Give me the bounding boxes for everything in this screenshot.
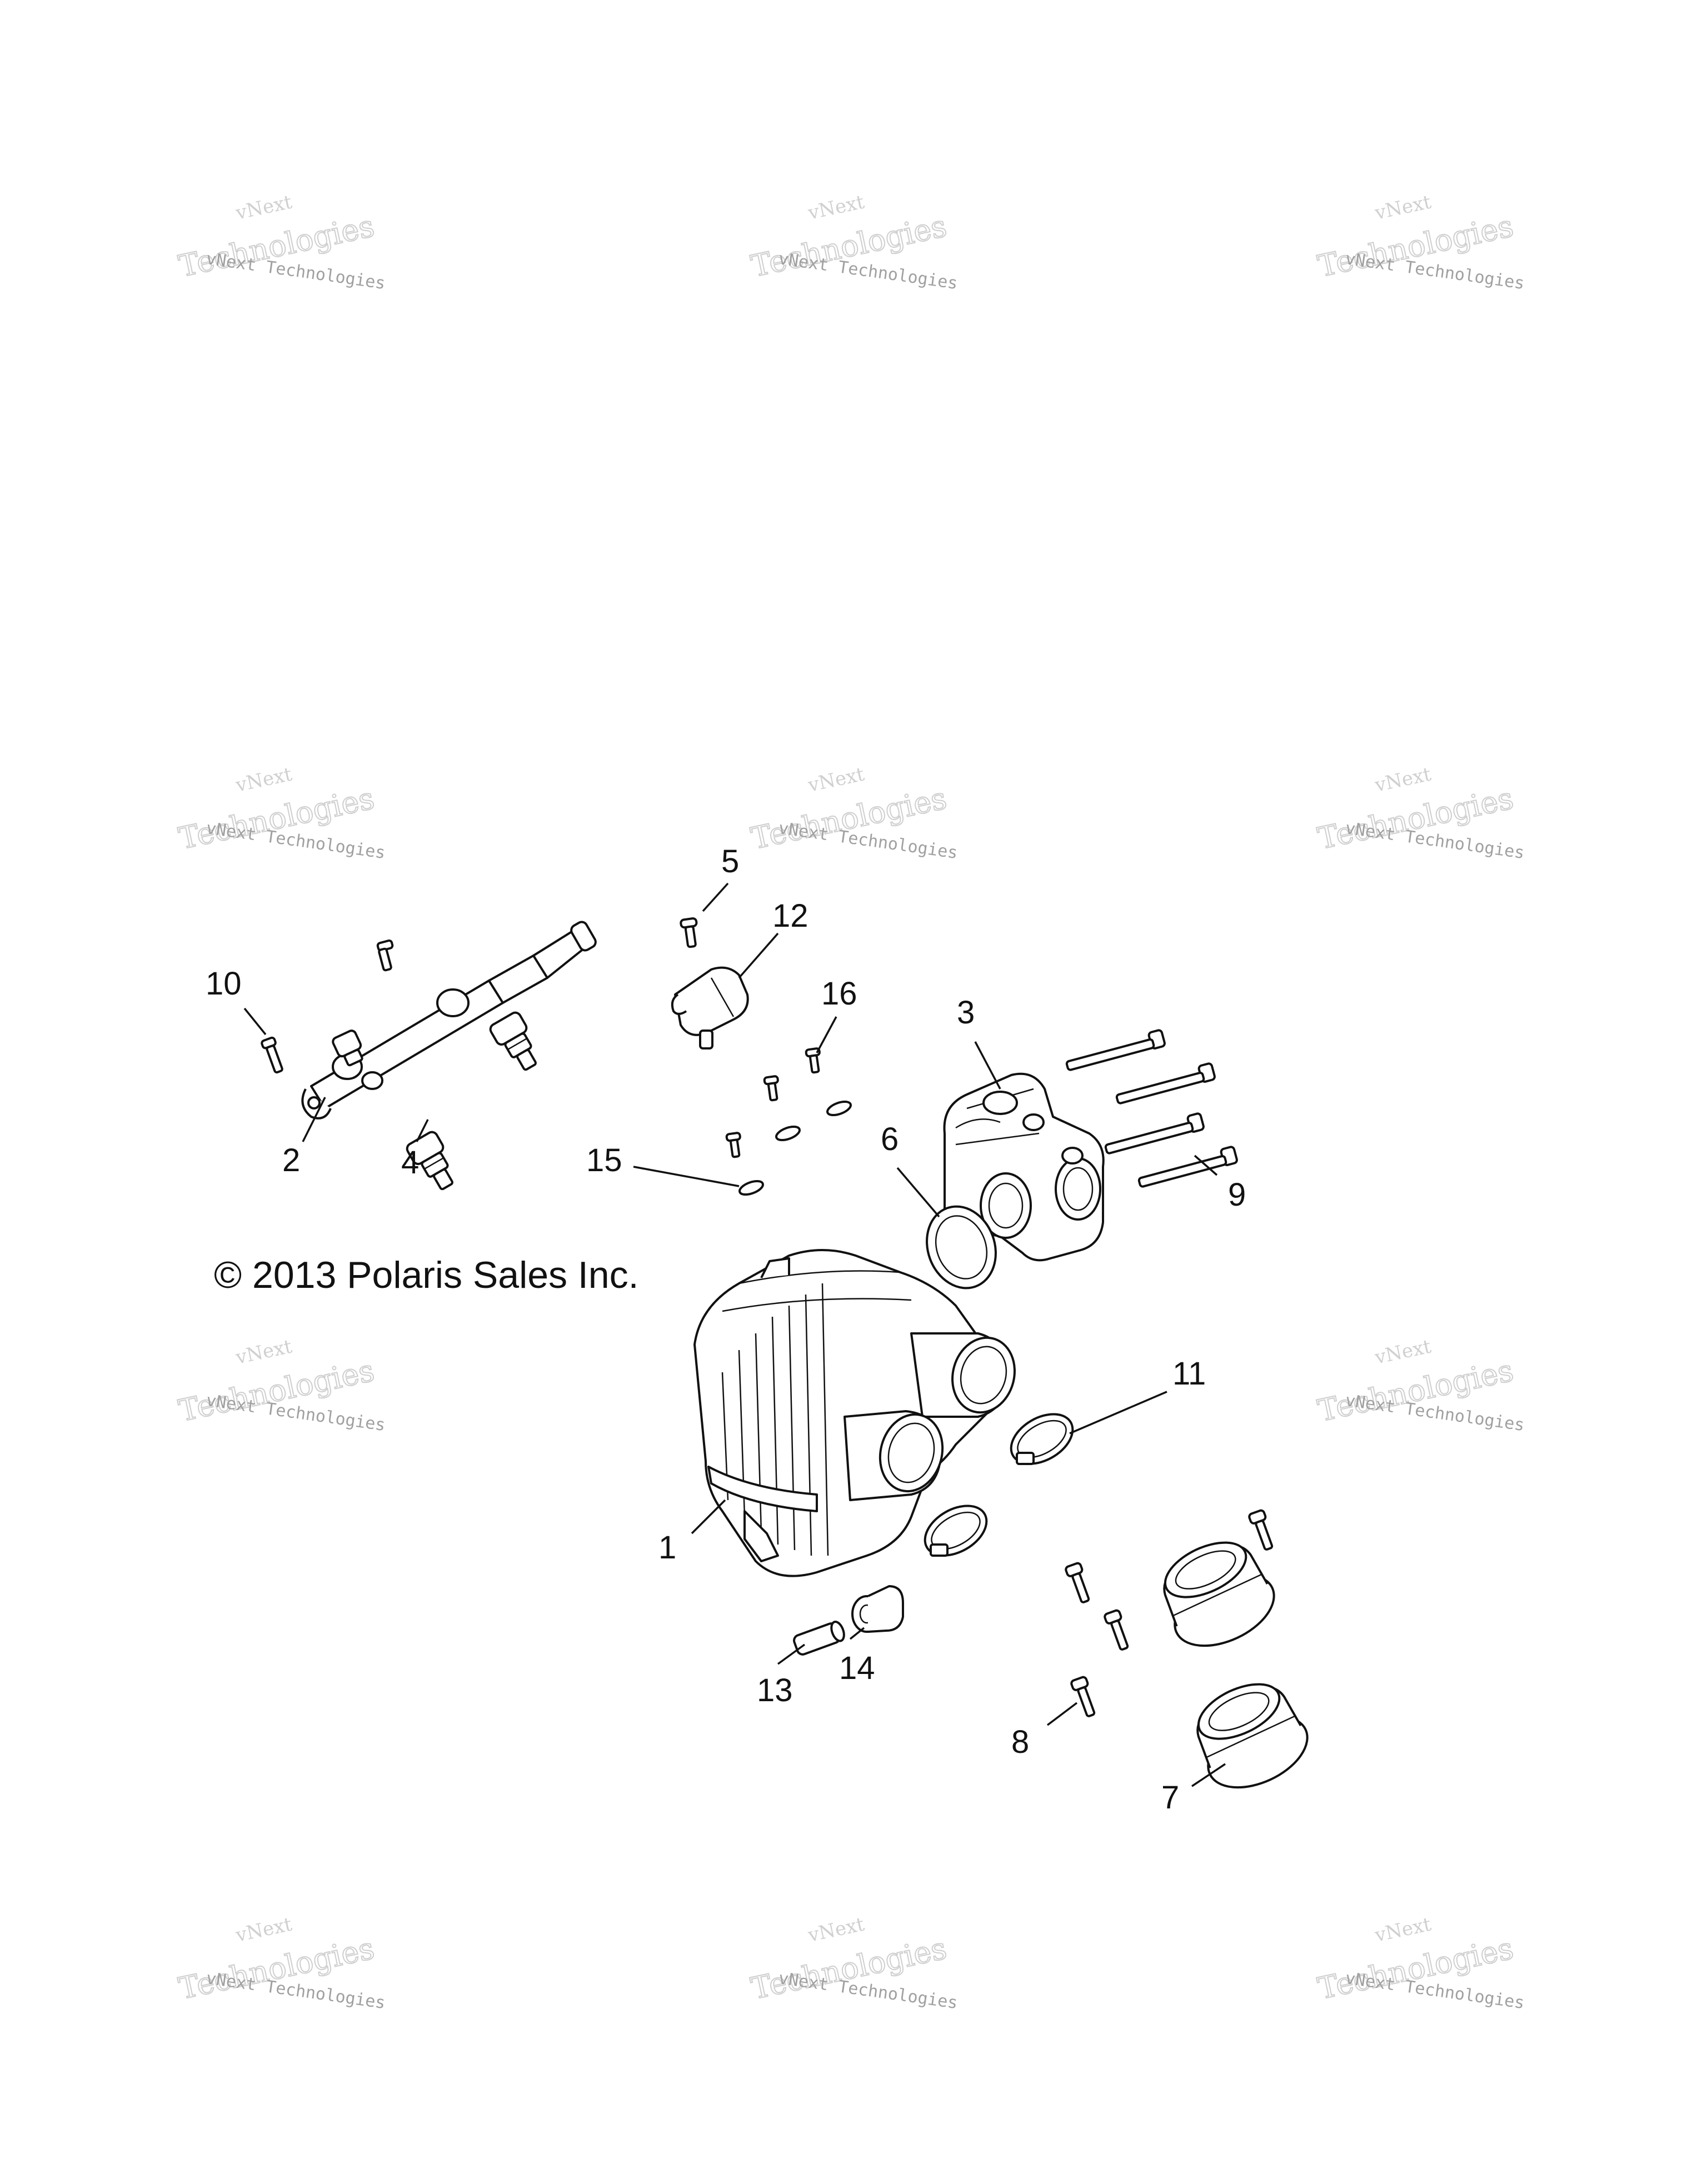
watermark-line1: vNext — [806, 191, 866, 224]
callout-12: 12 — [772, 898, 808, 934]
part-4-injector-second — [489, 1011, 537, 1071]
part-8-bolt-fourth — [1070, 1676, 1096, 1717]
watermark-line1: vNext — [1372, 1913, 1433, 1947]
part-16-screw-third — [725, 1132, 741, 1158]
watermark-line1: vNext — [233, 763, 294, 797]
part-11-clamp — [1010, 1413, 1074, 1465]
part-14-bushing — [851, 1585, 904, 1633]
part-16-screw — [805, 1047, 821, 1074]
callout-5: 5 — [721, 843, 739, 879]
leader-16 — [816, 1016, 837, 1053]
watermark-line1: vNext — [806, 763, 866, 797]
watermark-line1: vNext — [1372, 191, 1433, 224]
callout-4: 4 — [401, 1145, 419, 1181]
callout-1: 1 — [658, 1530, 676, 1566]
part-12-map-sensor — [671, 966, 749, 1049]
callout-6: 6 — [881, 1121, 899, 1157]
leader-4 — [416, 1119, 429, 1142]
part-5-screw — [680, 917, 698, 948]
callout-13: 13 — [757, 1672, 793, 1708]
watermark-line1: vNext — [806, 1913, 866, 1947]
part-11-clamp-second — [924, 1505, 988, 1557]
callout-10: 10 — [206, 966, 242, 1002]
part-1-outlet-lower — [843, 1410, 944, 1501]
part-16-screw-second — [763, 1075, 779, 1102]
leader-3 — [974, 1041, 1001, 1089]
callout-15: 15 — [586, 1142, 622, 1178]
leader-8 — [1046, 1702, 1078, 1726]
callout-3: 3 — [957, 994, 975, 1031]
callout-8: 8 — [1011, 1724, 1029, 1760]
part-1-outlet-upper — [910, 1332, 1016, 1418]
watermark-line1: vNext — [1372, 763, 1433, 797]
leader-7 — [1191, 1763, 1226, 1787]
watermark-grid: vNext Technologies vNext Technologies vN… — [175, 191, 1525, 2013]
watermark-line1: vNext — [233, 1913, 294, 1947]
watermark-line1: vNext — [233, 191, 294, 224]
leader-11 — [1069, 1391, 1167, 1435]
part-7-intake-boot-second — [1196, 1683, 1309, 1789]
leader-2 — [302, 1097, 326, 1142]
leader-10 — [243, 1007, 267, 1036]
callouts: 1 2 3 4 5 6 7 8 9 10 11 12 13 14 15 16 — [206, 843, 1246, 1816]
callout-9: 9 — [1228, 1177, 1246, 1213]
part-3-throttle-body — [943, 1072, 1105, 1262]
callout-11: 11 — [1172, 1356, 1206, 1392]
watermark-line1: vNext — [1372, 1335, 1433, 1369]
leader-15 — [633, 1166, 740, 1187]
part-15-clip — [738, 1100, 852, 1196]
callout-16: 16 — [821, 976, 857, 1012]
callout-2: 2 — [282, 1142, 300, 1178]
leader-14 — [849, 1627, 865, 1640]
leader-9 — [1194, 1155, 1218, 1176]
part-1-intake-plenum — [693, 1249, 1016, 1577]
copyright-notice: © 2013 Polaris Sales Inc. — [214, 1254, 639, 1296]
part-8-bolt — [1065, 1562, 1090, 1603]
leader-13 — [777, 1643, 806, 1665]
watermark-line1: vNext — [233, 1335, 294, 1369]
leader-1 — [691, 1499, 726, 1535]
leader-lines — [243, 882, 1226, 1787]
callout-14: 14 — [839, 1650, 875, 1686]
leader-12 — [738, 932, 779, 979]
part-7-intake-boot — [1163, 1541, 1275, 1647]
part-8-bolt-third — [1248, 1509, 1274, 1551]
leader-5 — [702, 882, 729, 912]
part-6-gasket — [926, 1205, 997, 1290]
part-8-bolt-second — [1104, 1609, 1129, 1651]
part-10-bolt — [261, 1036, 283, 1074]
part-4-injector — [406, 1131, 453, 1191]
part-13-sleeve — [793, 1621, 845, 1656]
leader-6 — [896, 1167, 940, 1218]
callout-7: 7 — [1161, 1780, 1179, 1816]
part-2-fuel-rail — [301, 921, 597, 1120]
